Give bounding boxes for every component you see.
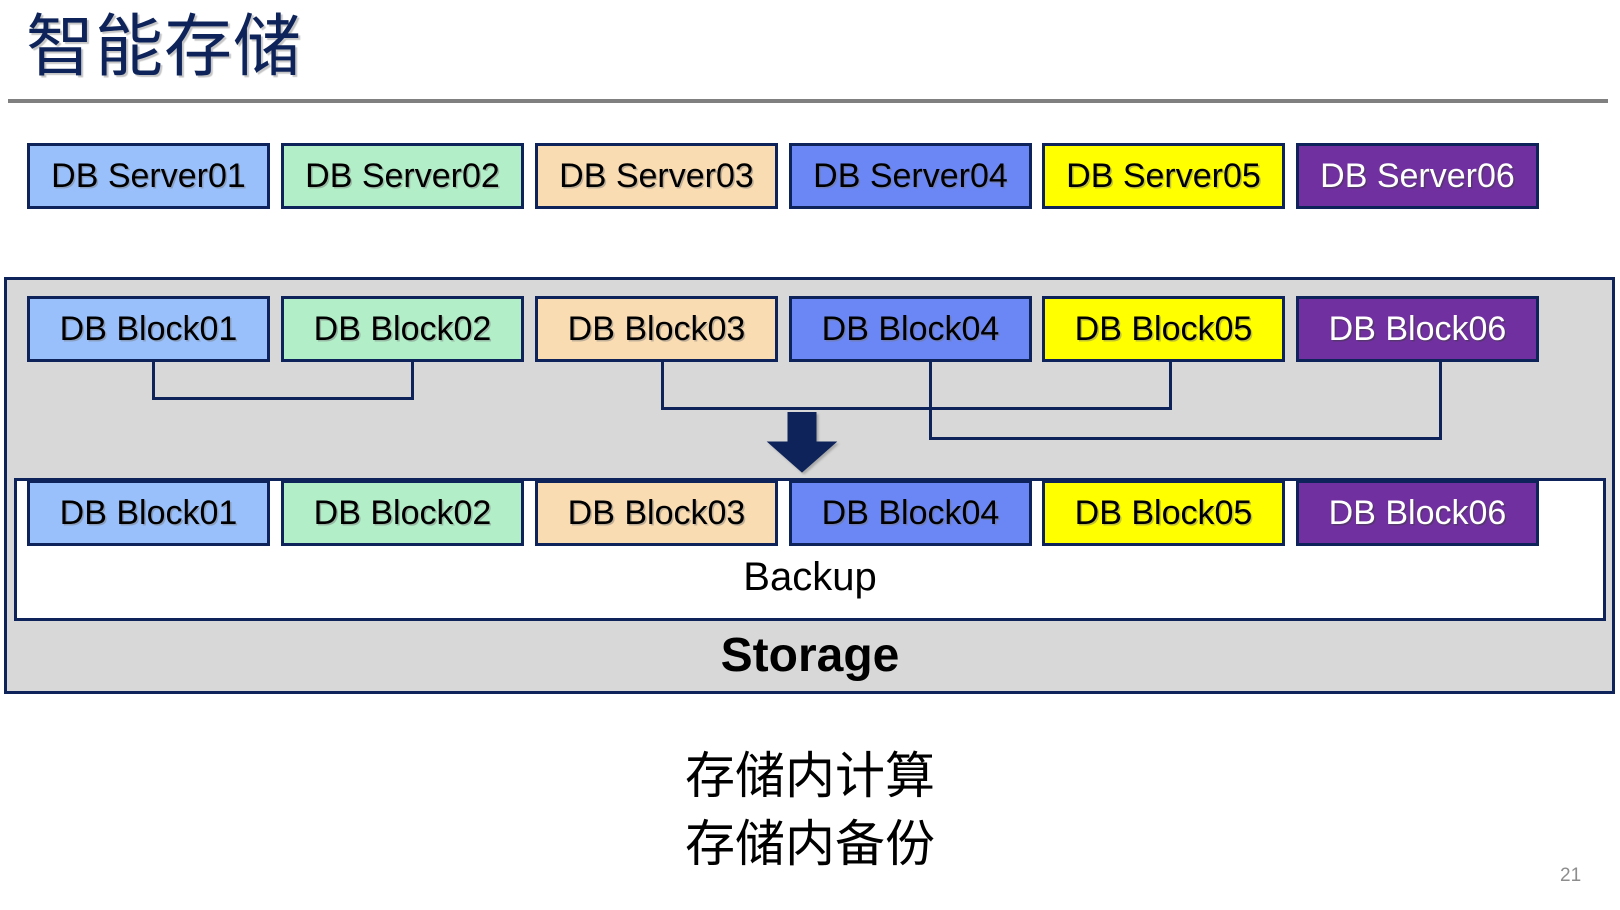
db-block-node-1[interactable]: DB Block01 bbox=[27, 296, 270, 362]
db-server-node-2[interactable]: DB Server02 bbox=[281, 143, 524, 209]
bracket-block03-block05-right-stem bbox=[1169, 362, 1172, 410]
db-block-node-6[interactable]: DB Block06 bbox=[1296, 296, 1539, 362]
db-server-node-6[interactable]: DB Server06 bbox=[1296, 143, 1539, 209]
caption-line-1: 存储内计算 bbox=[685, 748, 935, 804]
bracket-block04-block06-left-stem bbox=[929, 362, 932, 440]
bracket-block01-block02-crossbar bbox=[152, 397, 414, 400]
db-block-backup-node-4[interactable]: DB Block04 bbox=[789, 480, 1032, 546]
db-server-node-3[interactable]: DB Server03 bbox=[535, 143, 778, 209]
bracket-block03-block05-left-stem bbox=[661, 362, 664, 410]
page-number: 21 bbox=[1560, 865, 1582, 886]
db-block-backup-node-3[interactable]: DB Block03 bbox=[535, 480, 778, 546]
bracket-block01-block02-right-stem bbox=[411, 362, 414, 400]
bottom-caption: 存储内计算 存储内备份 bbox=[0, 742, 1620, 878]
db-server-node-1[interactable]: DB Server01 bbox=[27, 143, 270, 209]
db-block-backup-node-6[interactable]: DB Block06 bbox=[1296, 480, 1539, 546]
bracket-block03-block05-crossbar bbox=[661, 407, 1172, 410]
down-arrow-icon bbox=[766, 412, 838, 474]
storage-label: Storage bbox=[720, 629, 900, 682]
db-server-node-4[interactable]: DB Server04 bbox=[789, 143, 1032, 209]
bracket-block04-block06-crossbar bbox=[929, 437, 1442, 440]
db-block-backup-node-5[interactable]: DB Block05 bbox=[1042, 480, 1285, 546]
db-block-node-2[interactable]: DB Block02 bbox=[281, 296, 524, 362]
db-block-node-3[interactable]: DB Block03 bbox=[535, 296, 778, 362]
bracket-block04-block06-right-stem bbox=[1439, 362, 1442, 440]
title-divider bbox=[8, 99, 1608, 103]
db-block-backup-node-2[interactable]: DB Block02 bbox=[281, 480, 524, 546]
db-block-backup-node-1[interactable]: DB Block01 bbox=[27, 480, 270, 546]
backup-label: Backup bbox=[743, 555, 877, 599]
bracket-block01-block02-left-stem bbox=[152, 362, 155, 400]
db-server-node-5[interactable]: DB Server05 bbox=[1042, 143, 1285, 209]
db-block-node-5[interactable]: DB Block05 bbox=[1042, 296, 1285, 362]
caption-line-2: 存储内备份 bbox=[685, 816, 935, 872]
db-block-node-4[interactable]: DB Block04 bbox=[789, 296, 1032, 362]
page-title: 智能存储 bbox=[26, 9, 303, 85]
